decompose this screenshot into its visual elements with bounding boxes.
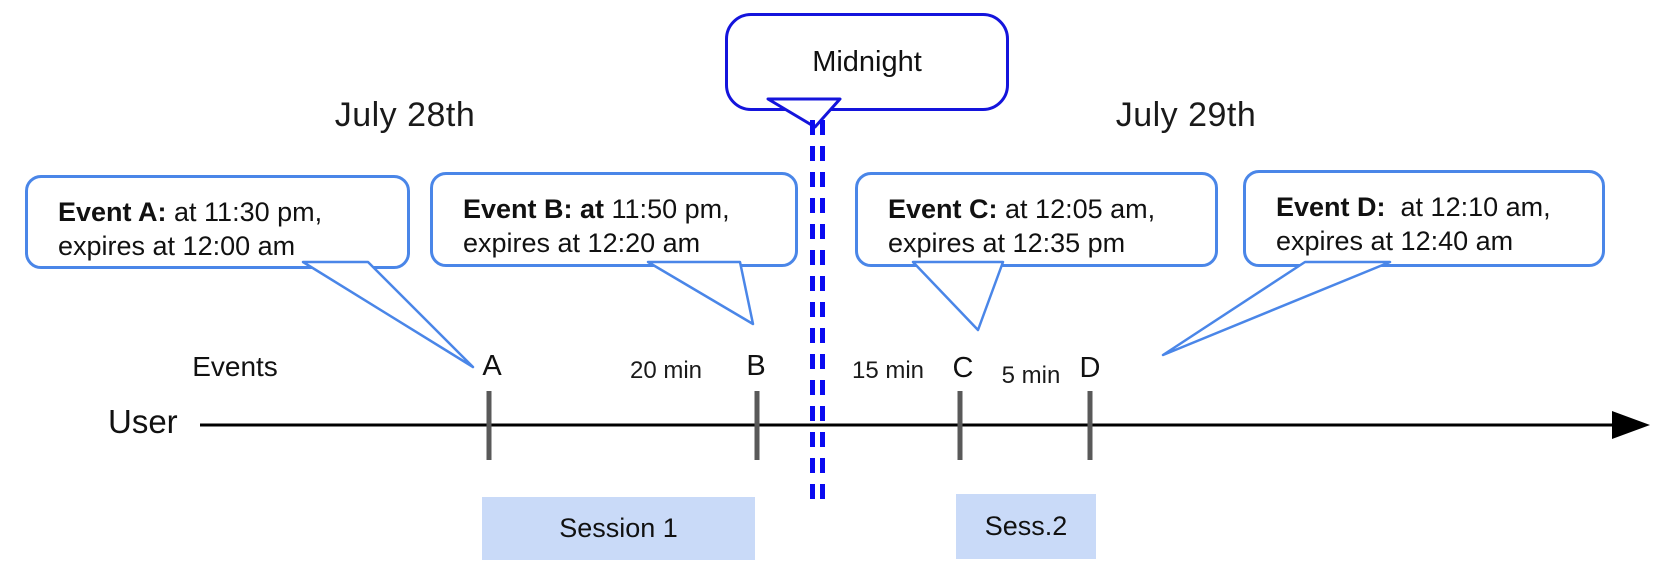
session-2-label: Sess.2 — [984, 511, 1068, 541]
callout-event-d-line1: Event D: at 12:10 am, — [1276, 192, 1551, 222]
tick-label-d: D — [1079, 352, 1101, 384]
session-2-box: Sess.2 — [956, 494, 1096, 559]
callout-event-a-line1: Event A: at 11:30 pm, — [58, 197, 323, 227]
callout-event-c-line2: expires at 12:35 pm — [888, 228, 1126, 258]
callout-event-b-line1: Event B: at 11:50 pm, — [463, 194, 730, 224]
session-1-label: Session 1 — [559, 513, 678, 543]
callout-event-b-line2: expires at 12:20 am — [463, 228, 701, 258]
tick-label-c: C — [952, 352, 974, 384]
timeline-arrowhead-icon — [1612, 411, 1650, 439]
session-1-box: Session 1 — [482, 497, 755, 560]
date-heading-july-28: July 28th — [334, 96, 476, 134]
callout-event-c-line1: Event C: at 12:05 am, — [888, 194, 1156, 224]
callout-event-d: Event D: at 12:10 am, expires at 12:40 a… — [1243, 170, 1605, 267]
tick-label-b: B — [746, 350, 766, 382]
midnight-label: Midnight — [812, 45, 922, 78]
callout-d-tail — [1161, 260, 1392, 357]
callout-c-tail — [911, 260, 1005, 332]
midnight-bubble: Midnight — [725, 13, 1009, 111]
callout-event-a-line2: expires at 12:00 am — [58, 231, 296, 261]
date-heading-july-29: July 29th — [1115, 96, 1257, 134]
interval-label-20min: 20 min — [629, 357, 703, 384]
user-axis-label: User — [108, 403, 178, 440]
events-axis-label: Events — [192, 351, 278, 382]
callout-b-tail — [646, 260, 755, 326]
interval-label-5min: 5 min — [1001, 362, 1061, 389]
callout-a-tail — [301, 260, 475, 369]
callout-event-d-line2: expires at 12:40 am — [1276, 226, 1514, 256]
callout-event-c: Event C: at 12:05 am, expires at 12:35 p… — [855, 172, 1218, 267]
interval-label-15min: 15 min — [851, 357, 925, 384]
callout-event-a: Event A: at 11:30 pm, expires at 12:00 a… — [25, 175, 410, 269]
callout-event-b: Event B: at 11:50 pm, expires at 12:20 a… — [430, 172, 798, 267]
tick-label-a: A — [482, 350, 502, 382]
